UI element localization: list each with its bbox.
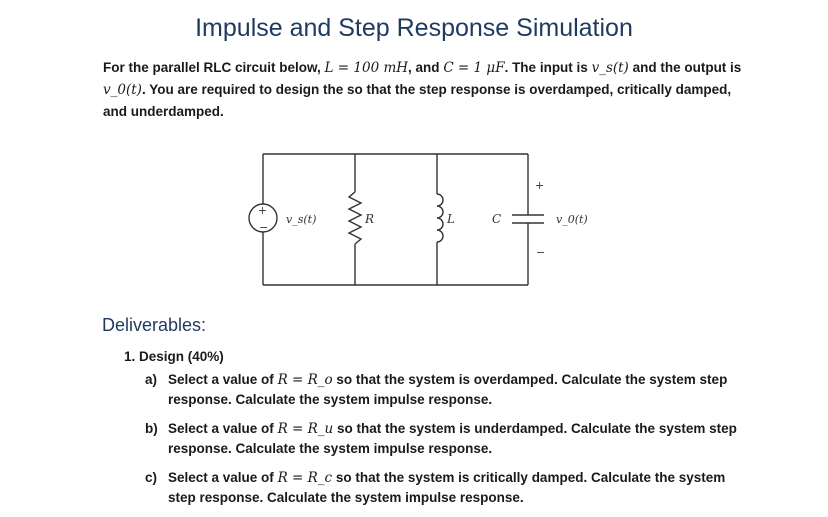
item-text: Select a value of R = R_c so that the sy… xyxy=(168,468,748,508)
item-text-pre: Select a value of xyxy=(168,372,278,387)
item-text-post: so that the system is underdamped. Calcu… xyxy=(168,421,737,456)
inductor xyxy=(436,193,444,243)
resistor xyxy=(347,191,363,245)
item-text-post: so that the system is overdamped. Calcul… xyxy=(168,372,728,407)
rlc-circuit-diagram: + − v_s(t) R L C + v_0(t) − xyxy=(248,153,588,286)
input-signal: v_s(t) xyxy=(591,60,629,76)
output-label: v_0(t) xyxy=(556,213,588,226)
output-plus: + xyxy=(535,179,544,192)
source-minus: − xyxy=(259,221,268,234)
capacitor-label: C xyxy=(492,212,501,226)
source-label: v_s(t) xyxy=(286,213,316,226)
item-letter: a) xyxy=(145,372,158,387)
item-text-post: so that the system is critically damped.… xyxy=(168,470,726,505)
intro-text-3: . The input is xyxy=(504,60,592,75)
item-text-pre: Select a value of xyxy=(168,421,278,436)
item-text: Select a value of R = R_u so that the sy… xyxy=(168,419,748,459)
inductor-label: L xyxy=(446,212,455,226)
page-title: Impulse and Step Response Simulation xyxy=(195,14,633,42)
output-minus: − xyxy=(536,246,545,259)
voltage-source xyxy=(248,203,278,233)
item-text-pre: Select a value of xyxy=(168,470,278,485)
output-signal: v_0(t) xyxy=(103,82,142,98)
deliverables-heading: Deliverables: xyxy=(102,315,207,335)
problem-statement: For the parallel RLC circuit below, L = … xyxy=(103,57,743,122)
item-math: R = R_c xyxy=(277,470,333,486)
capacitance-value: C = 1 μF xyxy=(443,60,505,76)
intro-text-1: For the parallel RLC circuit below, xyxy=(103,60,325,75)
source-plus: + xyxy=(258,204,267,217)
intro-text-2: , and xyxy=(408,60,444,75)
item-math: R = R_u xyxy=(277,421,334,437)
item-text: Select a value of R = R_o so that the sy… xyxy=(168,370,748,410)
inductance-value: L = 100 mH xyxy=(324,60,409,76)
intro-text-4: and the output is xyxy=(628,60,742,75)
design-section-heading: 1. Design (40%) xyxy=(124,349,224,364)
resistor-label: R xyxy=(364,212,374,226)
intro-text-5: . You are required to design the so that… xyxy=(103,82,732,119)
item-letter: c) xyxy=(145,470,158,485)
item-letter: b) xyxy=(145,421,158,436)
item-math: R = R_o xyxy=(277,372,333,388)
